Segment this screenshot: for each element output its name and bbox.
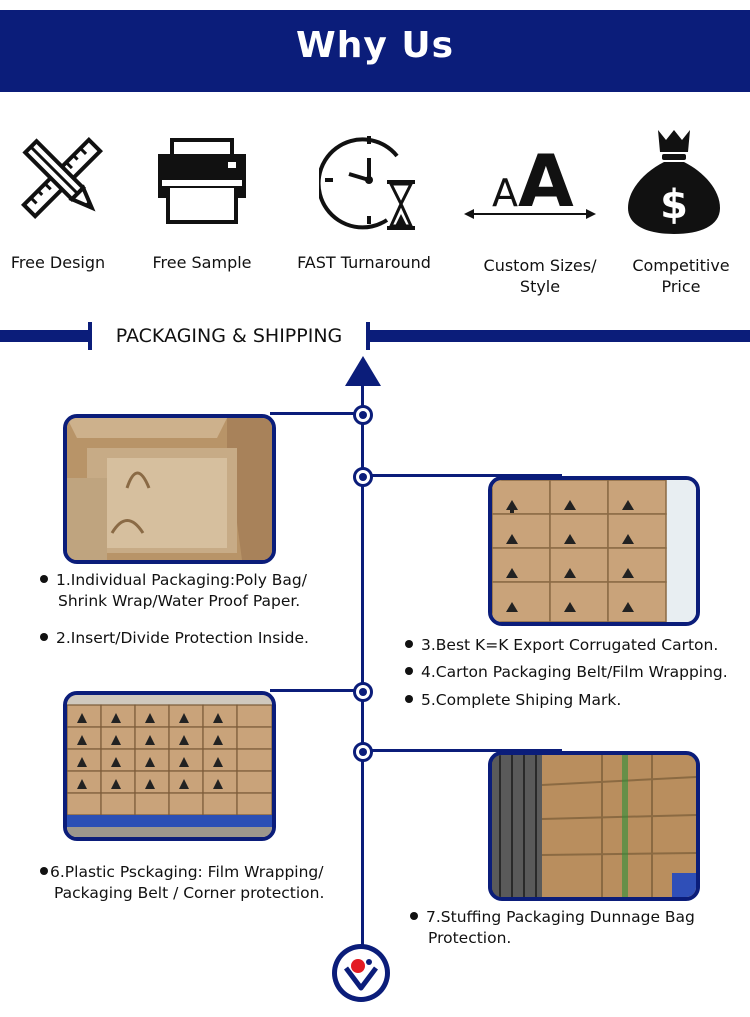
bullet-icon [405,666,413,675]
brand-logo-icon [332,944,390,1002]
list-item-2: 2.Insert/Divide Protection Inside. [40,628,309,649]
list-item-3: 3.Best K=K Export Corrugated Carton. [405,635,718,656]
feature-free-sample [132,130,272,226]
list-item-7-line1: 7.Stuffing Packaging Dunnage Bag [426,908,695,926]
list-item-4: 4.Carton Packaging Belt/Film Wrapping. [405,662,728,683]
feature-label-competitive-price-line2: Price [661,277,701,296]
section-bar-left [0,330,92,342]
timeline-node [353,682,373,702]
list-item-2-text: 2.Insert/Divide Protection Inside. [56,629,309,647]
header-banner [0,10,750,92]
connector-line [372,749,562,752]
timeline-node [353,467,373,487]
list-item-3-text: 3.Best K=K Export Corrugated Carton. [421,636,719,654]
feature-competitive-price: $ [604,130,744,234]
list-item-6-line2: Packaging Belt / Corner protection. [54,884,325,902]
bullet-icon [410,911,418,920]
printer-icon [158,138,246,224]
list-item-6: 6.Plastic Psckaging: Film Wrapping/ Pack… [40,862,324,904]
bullet-icon [40,866,48,875]
feature-label-free-sample: Free Sample [152,253,252,272]
photo-export-cartons [488,476,700,626]
bullet-icon [405,639,413,648]
svg-text:A: A [518,139,574,223]
list-item-1: 1.Individual Packaging:Poly Bag/ Shrink … [40,570,307,612]
money-bag-icon: $ [628,130,720,234]
feature-label-custom-sizes-line1: Custom Sizes/ [483,256,597,275]
photo-individual-packaging [63,414,276,564]
list-item-5: 5.Complete Shiping Mark. [405,690,621,711]
pencil-ruler-icon [20,136,104,220]
photo-pallet-packaging [63,691,276,841]
feature-label-competitive-price: Competitive Price [606,255,750,297]
feature-label-fast-turnaround: FAST Turnaround [297,253,431,272]
font-size-icon: A A [464,139,596,223]
section-title: PACKAGING & SHIPPING [115,325,343,347]
feature-custom-sizes: A A [460,130,600,226]
feature-label-custom-sizes-line2: Style [519,277,561,296]
list-item-5-text: 5.Complete Shiping Mark. [421,691,622,709]
bullet-icon [40,574,48,583]
photo-container-stuffing [488,751,700,901]
feature-label-free-design: Free Design [10,253,106,272]
svg-text:A: A [492,171,518,215]
bullet-icon [40,632,48,641]
feature-fast-turnaround [299,130,439,234]
section-bar-right [370,330,750,342]
list-item-1-line2: Shrink Wrap/Water Proof Paper. [58,592,301,610]
bullet-icon [405,694,413,703]
connector-line [270,689,354,692]
connector-line [372,474,562,477]
timeline-line [361,380,364,950]
list-item-7-line2: Protection. [428,929,512,947]
section-separator-left [88,322,92,350]
feature-free-design [0,130,132,226]
feature-label-custom-sizes: Custom Sizes/ Style [465,255,615,297]
svg-text:$: $ [660,182,688,228]
timeline-node [353,405,373,425]
clock-hourglass-icon [319,136,415,230]
arrow-up-icon [345,356,381,386]
list-item-4-text: 4.Carton Packaging Belt/Film Wrapping. [421,663,728,681]
list-item-7: 7.Stuffing Packaging Dunnage Bag Protect… [410,907,695,949]
connector-line [270,412,354,415]
section-separator-right [366,322,370,350]
timeline-node [353,742,373,762]
list-item-6-line1: 6.Plastic Psckaging: Film Wrapping/ [50,863,324,881]
feature-label-competitive-price-line1: Competitive [632,256,730,275]
list-item-1-line1: 1.Individual Packaging:Poly Bag/ [56,571,307,589]
page-title: Why Us [296,25,454,66]
